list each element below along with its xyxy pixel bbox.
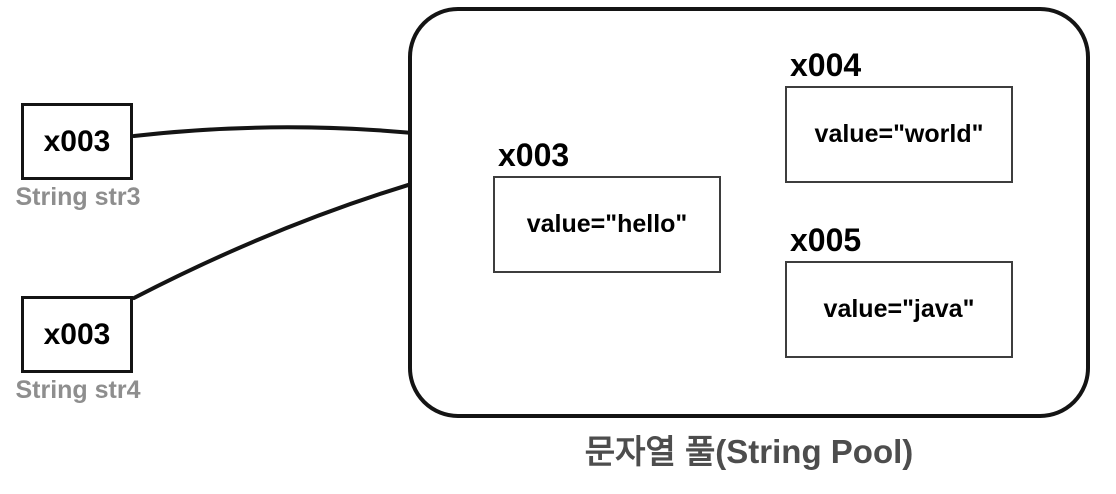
ref-label-str3: String str3 (15, 183, 141, 211)
pool-entry-x003: x003 value="hello" (493, 139, 721, 273)
pool-entry-x003-value: value="hello" (526, 210, 688, 238)
pool-entry-x005-address: x005 (790, 222, 862, 258)
pool-entry-x003-value-box: value="hello" (493, 176, 721, 273)
ref-box-str4: x003 (21, 296, 133, 373)
pool-entry-x005: x005 value="java" (785, 224, 1013, 358)
pool-entry-x004-value: value="world" (814, 120, 984, 148)
pool-entry-x005-value-box: value="java" (785, 261, 1013, 358)
pool-entry-x004-value-box: value="world" (785, 86, 1013, 183)
ref-box-str4-address: x003 (43, 317, 111, 351)
ref-box-str3-address: x003 (43, 124, 111, 158)
pool-entry-x005-value: value="java" (823, 295, 975, 323)
pool-entry-x004-address: x004 (790, 47, 862, 83)
pool-caption: 문자열 풀(String Pool) (584, 433, 914, 470)
pool-entry-x003-address: x003 (498, 137, 570, 173)
ref-box-str3: x003 (21, 103, 133, 180)
pool-entry-x004: x004 value="world" (785, 49, 1013, 183)
ref-label-str4: String str4 (15, 376, 141, 404)
string-pool-container: x003 value="hello" x004 value="world" x0… (408, 7, 1090, 418)
